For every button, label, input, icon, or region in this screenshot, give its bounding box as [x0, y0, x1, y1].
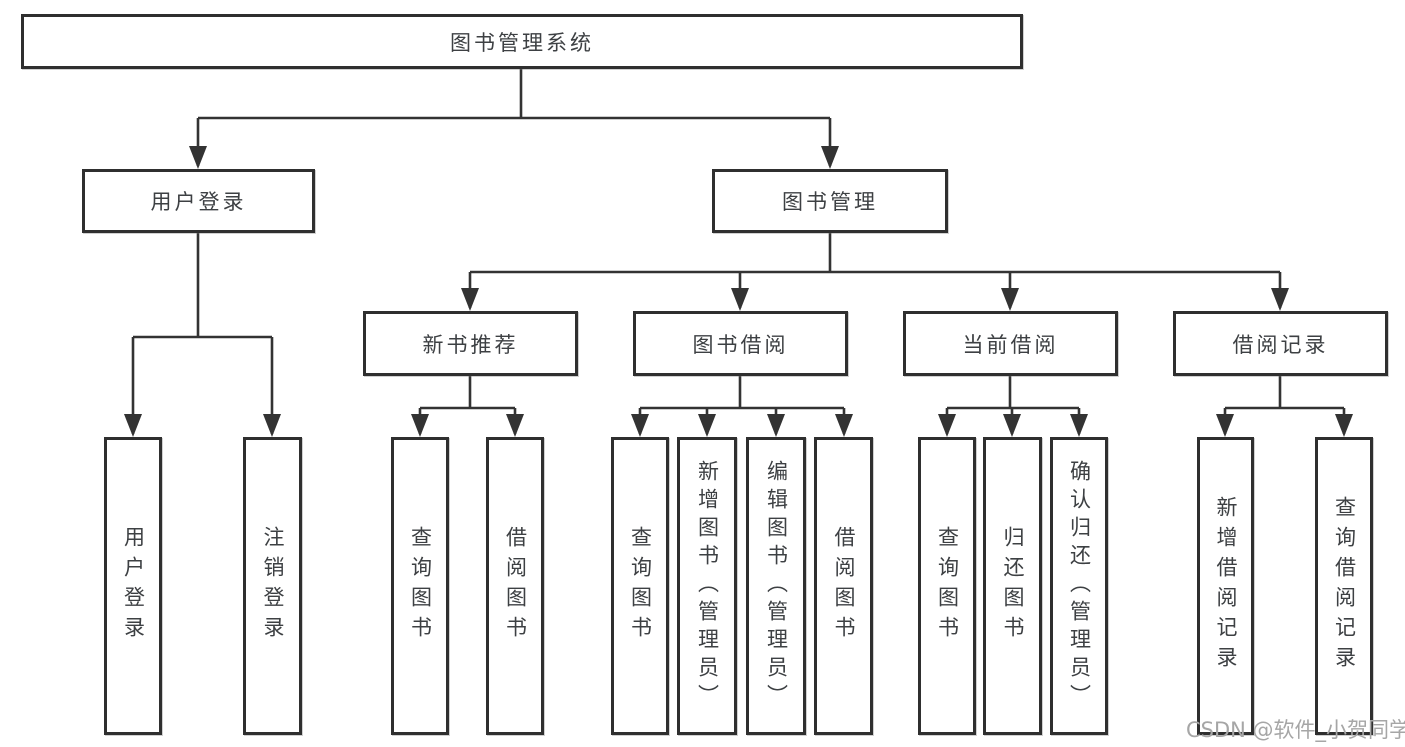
- csdn-watermark: CSDN @软件_小贺同学: [1186, 718, 1405, 742]
- leaf-records-add-record: 新增借阅记录: [1197, 437, 1254, 735]
- leaf-user-login-label: 用户登录: [121, 526, 146, 646]
- leaf-newbook-borrow-books: 借阅图书: [486, 437, 544, 735]
- leaf-records-query-record-label: 查询借阅记录: [1332, 496, 1357, 676]
- node-current-borrowing: 当前借阅: [903, 311, 1118, 376]
- leaf-records-add-record-label: 新增借阅记录: [1214, 496, 1238, 676]
- node-library-system-label: 图书管理系统: [450, 30, 594, 55]
- leaf-current-query-books-label: 查询图书: [935, 526, 960, 646]
- leaf-borrowing-add-books-admin-label: 新增图书（管理员）: [695, 460, 720, 712]
- node-library-system: 图书管理系统: [21, 14, 1023, 69]
- node-current-borrowing-label: 当前借阅: [962, 332, 1059, 357]
- leaf-logout-label: 注销登录: [261, 526, 285, 646]
- node-book-management: 图书管理: [712, 169, 948, 233]
- node-user-login-label: 用户登录: [150, 190, 247, 214]
- node-new-book-recommend: 新书推荐: [363, 311, 578, 376]
- leaf-newbook-borrow-books-label: 借阅图书: [503, 526, 528, 646]
- leaf-newbook-query-books-label: 查询图书: [408, 526, 433, 646]
- leaf-current-confirm-return-admin-label: 确认归还（管理员）: [1067, 460, 1092, 712]
- leaf-borrowing-edit-books-admin-label: 编辑图书（管理员）: [764, 460, 789, 712]
- node-book-borrowing-label: 图书借阅: [692, 332, 789, 357]
- leaf-current-query-books: 查询图书: [918, 437, 976, 735]
- node-book-management-label: 图书管理: [782, 190, 878, 214]
- arrowheads: [124, 146, 1353, 437]
- leaf-newbook-query-books: 查询图书: [391, 437, 449, 735]
- leaf-borrowing-query-books: 查询图书: [611, 437, 669, 735]
- node-borrowing-records-label: 借阅记录: [1232, 332, 1329, 357]
- leaf-borrowing-add-books-admin: 新增图书（管理员）: [677, 437, 737, 735]
- leaf-records-query-record: 查询借阅记录: [1315, 437, 1373, 735]
- leaf-logout: 注销登录: [243, 437, 302, 735]
- leaf-user-login: 用户登录: [104, 437, 162, 735]
- leaf-borrowing-edit-books-admin: 编辑图书（管理员）: [746, 437, 806, 735]
- node-borrowing-records: 借阅记录: [1173, 311, 1388, 376]
- leaf-borrowing-borrow-books: 借阅图书: [814, 437, 873, 735]
- node-book-borrowing: 图书借阅: [633, 311, 848, 376]
- leaf-borrowing-query-books-label: 查询图书: [628, 526, 653, 646]
- leaf-current-return-books-label: 归还图书: [1001, 526, 1025, 646]
- node-user-login: 用户登录: [82, 169, 315, 233]
- leaf-current-return-books: 归还图书: [983, 437, 1042, 735]
- node-new-book-recommend-label: 新书推荐: [422, 332, 519, 357]
- leaf-borrowing-borrow-books-label: 借阅图书: [832, 526, 856, 646]
- leaf-current-confirm-return-admin: 确认归还（管理员）: [1050, 437, 1108, 735]
